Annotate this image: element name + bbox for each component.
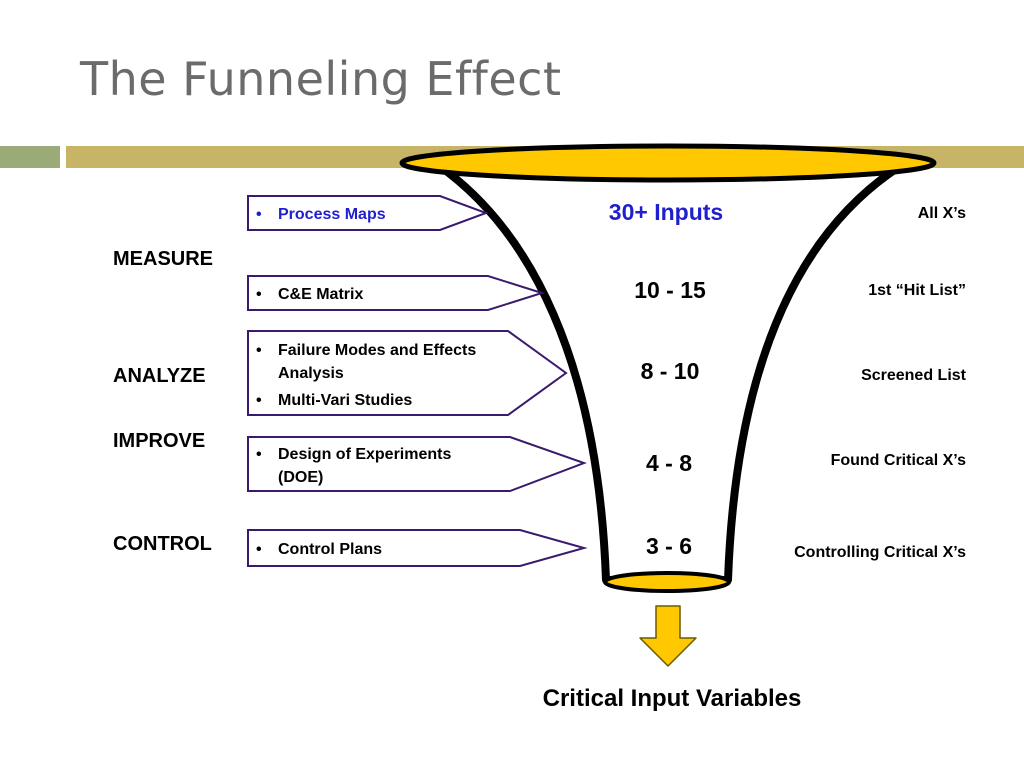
tool-bullet: •	[256, 392, 262, 409]
desc-all-xs: All X’s	[918, 205, 966, 222]
tool-fmea-line2: Analysis	[278, 365, 344, 382]
count-3-6: 3 - 6	[646, 533, 692, 559]
desc-hit-list: 1st “Hit List”	[868, 282, 966, 299]
funnel-bottom-opening	[603, 571, 731, 593]
count-10-15: 10 - 15	[634, 277, 706, 303]
count-4-8: 4 - 8	[646, 450, 692, 476]
tool-bullet: •	[256, 541, 262, 558]
count-30-inputs: 30+ Inputs	[609, 199, 723, 225]
funnel-top-rim	[399, 143, 937, 183]
slide-title: The Funneling Effect	[80, 52, 562, 106]
tool-bullet: •	[256, 286, 262, 303]
tool-box-analyze	[247, 330, 568, 416]
phase-control: CONTROL	[113, 533, 212, 555]
tool-fmea-line1: Failure Modes and Effects	[278, 342, 476, 359]
tool-doe-line1: Design of Experiments	[278, 446, 451, 463]
header-band-left	[0, 146, 60, 168]
tool-box-process-maps	[247, 195, 489, 231]
desc-controlling-critical: Controlling Critical X’s	[794, 544, 966, 561]
desc-found-critical: Found Critical X’s	[831, 452, 967, 469]
tool-process-maps: Process Maps	[278, 206, 386, 223]
tool-box-ce-matrix	[247, 275, 546, 311]
down-arrow-icon	[639, 605, 697, 667]
tool-box-control-plans	[247, 529, 588, 567]
tool-bullet: •	[256, 206, 262, 223]
tool-bullet: •	[256, 342, 262, 359]
count-8-10: 8 - 10	[641, 358, 700, 384]
tool-ce-matrix: C&E Matrix	[278, 286, 363, 303]
phase-improve: IMPROVE	[113, 430, 205, 452]
tool-multi-vari: Multi-Vari Studies	[278, 392, 412, 409]
desc-screened-list: Screened List	[861, 367, 967, 384]
tool-box-doe	[247, 436, 587, 492]
tool-bullet: •	[256, 446, 262, 463]
phase-analyze: ANALYZE	[113, 365, 206, 387]
tool-doe-line2: (DOE)	[278, 469, 323, 486]
footer-critical-input-variables: Critical Input Variables	[543, 685, 802, 712]
phase-measure: MEASURE	[113, 248, 213, 270]
tool-control-plans: Control Plans	[278, 541, 382, 558]
